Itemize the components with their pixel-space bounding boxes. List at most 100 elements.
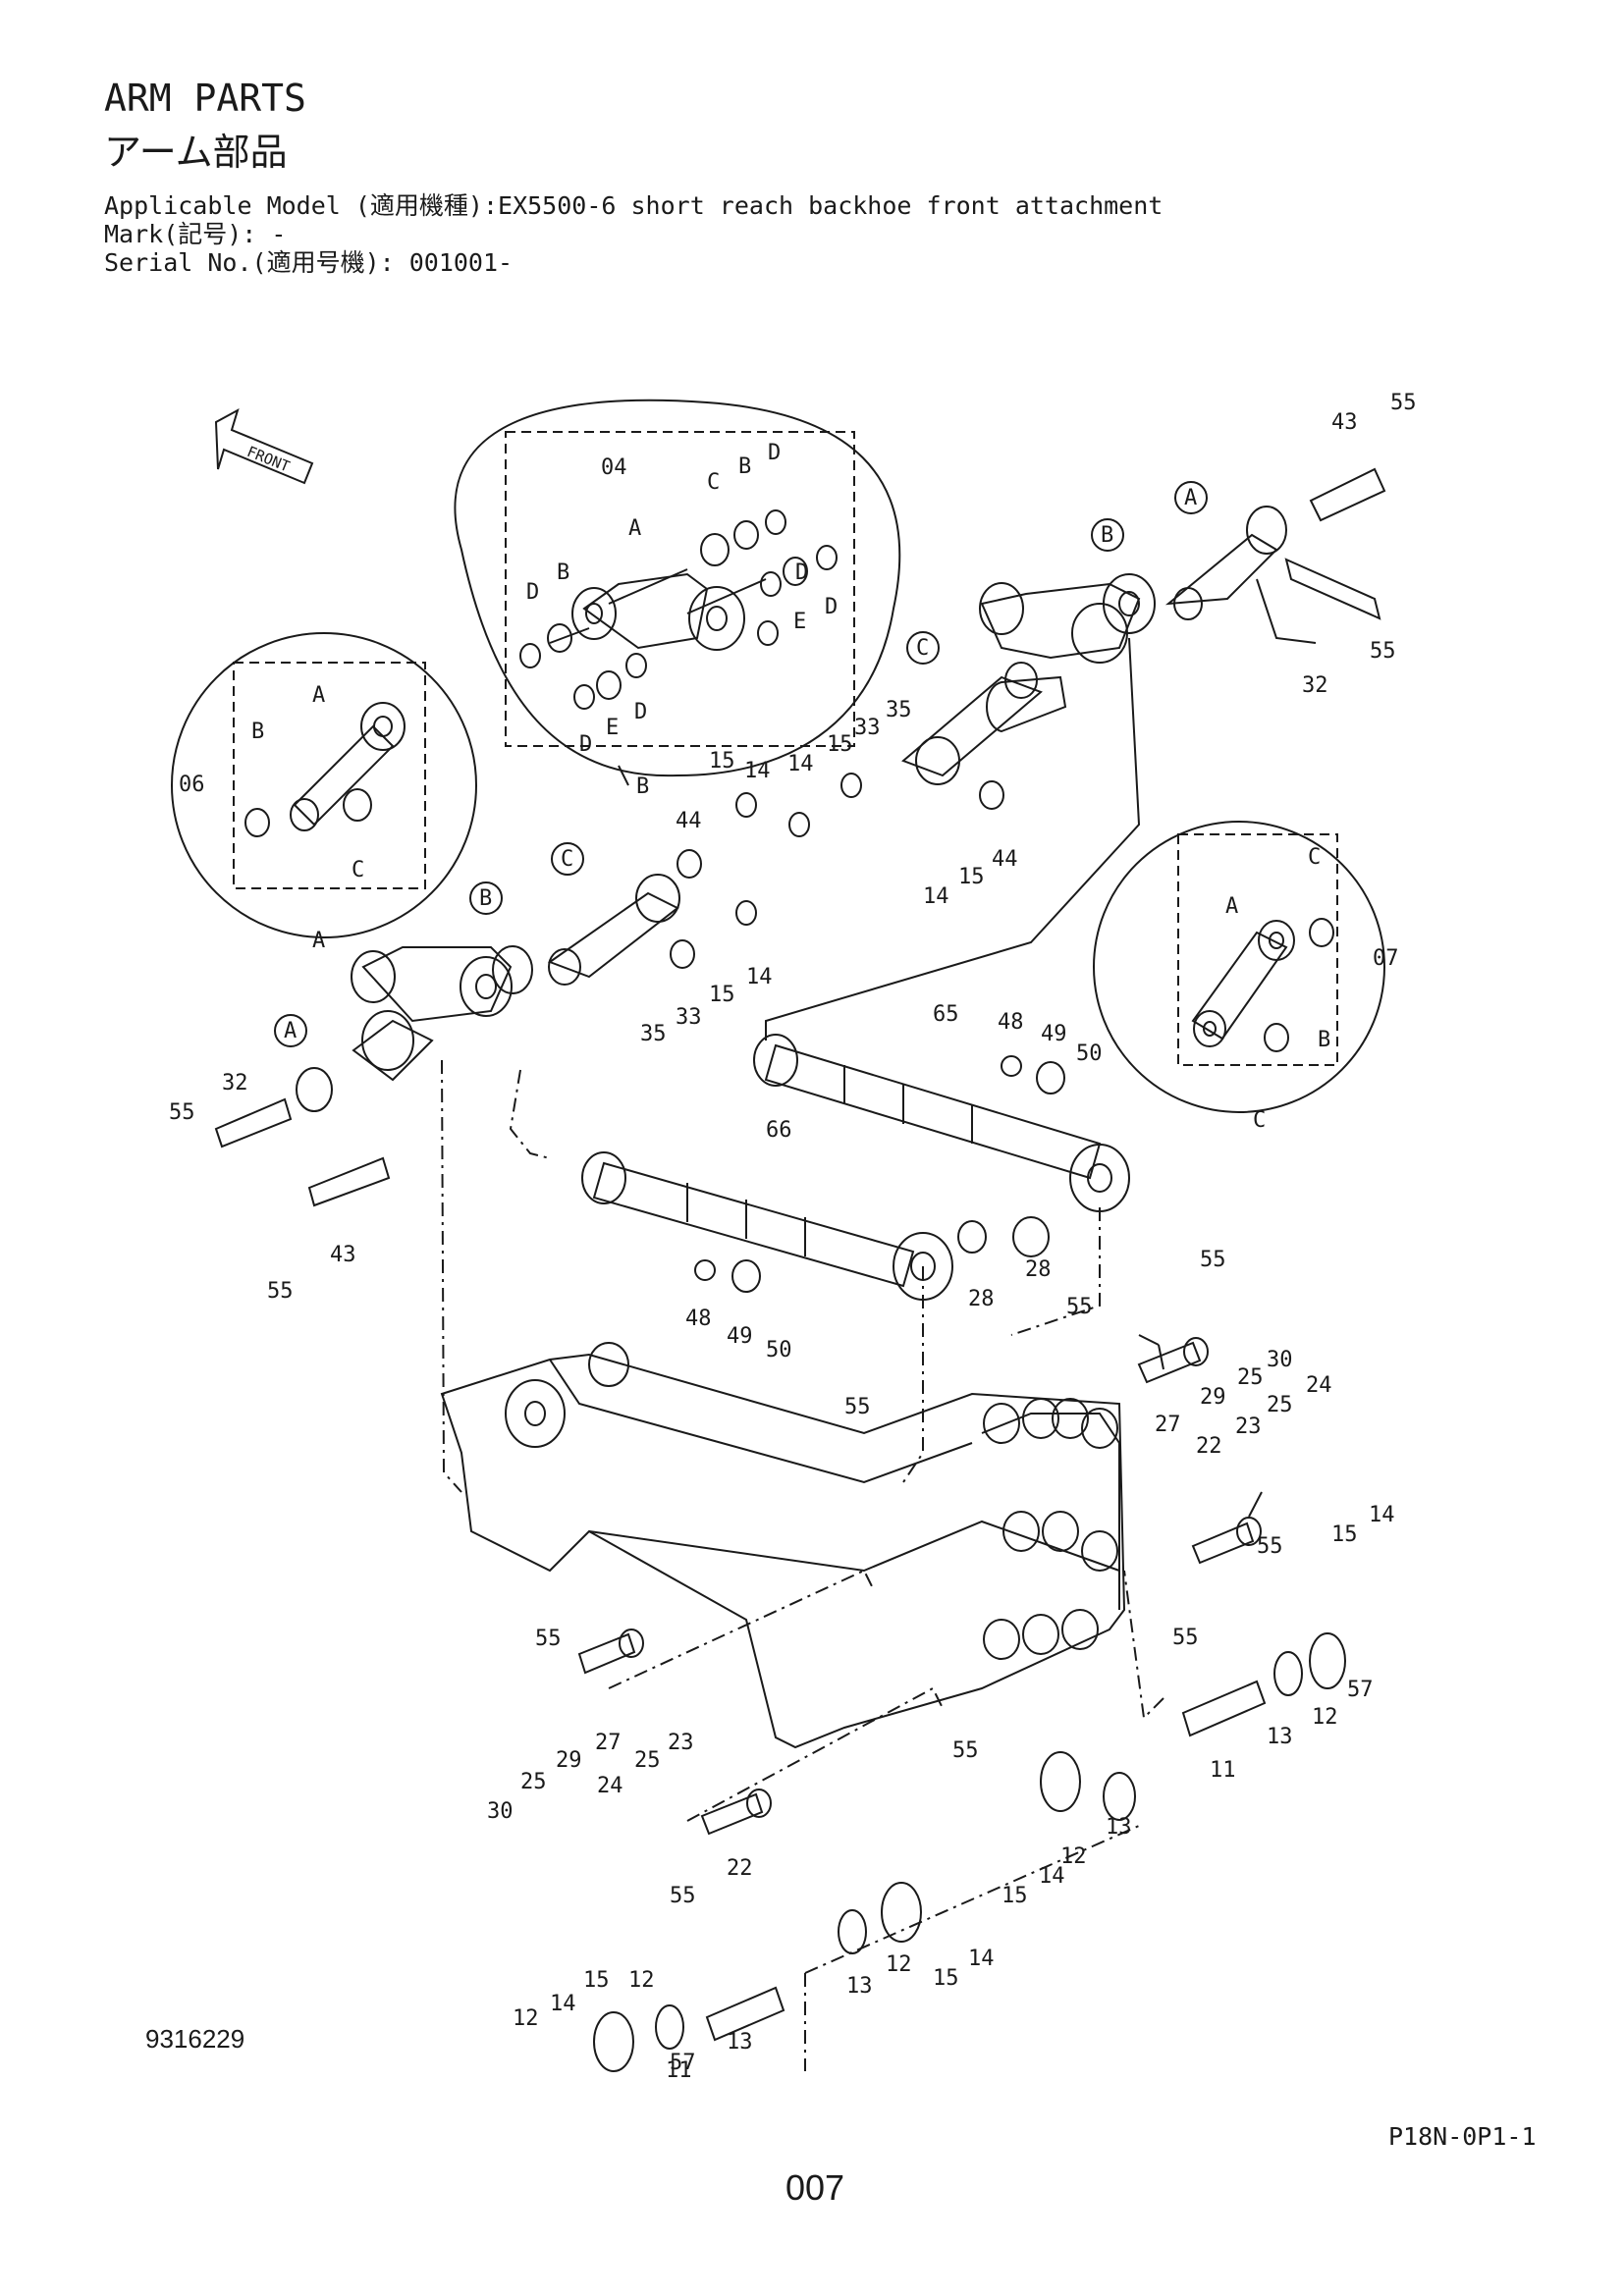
bucket-cylinder-66 [581, 1151, 987, 1301]
callout: 25 [1267, 1393, 1293, 1417]
callout: 24 [1306, 1373, 1332, 1398]
callout: 55 [1257, 1534, 1283, 1559]
callout: 27 [595, 1731, 622, 1755]
callout: 65 [933, 1002, 959, 1027]
callout: 12 [513, 2006, 539, 2031]
detail-label: A [1225, 894, 1238, 919]
callout: B [479, 886, 492, 911]
callout: 55 [169, 1100, 195, 1125]
callout: 15 [958, 865, 985, 889]
reference-code: P18N-0P1-1 [1388, 2122, 1537, 2151]
callout: 50 [1076, 1041, 1103, 1066]
detail-label: B [1318, 1028, 1330, 1052]
title-english: ARM PARTS [104, 77, 306, 120]
callout: C [916, 636, 929, 661]
serial-number-line: Serial No.(適用号機): 001001- [104, 248, 514, 277]
callout: 28 [968, 1287, 995, 1311]
detail-label: B [557, 561, 569, 585]
callout: 44 [992, 847, 1018, 872]
applicable-model-line: Applicable Model (適用機種):EX5500-6 short r… [104, 191, 1164, 220]
callout: 25 [634, 1748, 661, 1773]
callout: 43 [1331, 410, 1358, 435]
callout: 55 [1370, 639, 1396, 664]
detail-b-labels: 04 C B D A D B D E D D E D B [526, 441, 838, 799]
callout: 25 [1237, 1365, 1264, 1390]
callout: 32 [1302, 673, 1328, 698]
detail-label: 07 [1373, 946, 1399, 971]
callout: B [1101, 523, 1113, 548]
callout: 13 [1106, 1815, 1132, 1840]
detail-label: D [795, 561, 808, 585]
callout: 15 [1331, 1522, 1358, 1547]
detail-label: D [526, 580, 539, 605]
callout: 29 [556, 1748, 582, 1773]
callout: C [561, 847, 573, 872]
callout: 13 [846, 1974, 873, 1999]
detail-label: A [312, 929, 325, 953]
arm-cylinder-65 [753, 1034, 1130, 1257]
detail-view-a [171, 632, 477, 938]
callout: 55 [267, 1279, 294, 1304]
callout: 14 [746, 965, 773, 989]
detail-label: D [768, 441, 781, 465]
left-link-assembly [214, 773, 862, 1207]
callout: 55 [670, 1884, 696, 1908]
callout: 57 [1347, 1678, 1374, 1702]
callout: 55 [844, 1395, 871, 1419]
detail-label: A [628, 516, 641, 541]
detail-label: B [738, 454, 751, 479]
callout: 35 [886, 698, 912, 722]
callout: 30 [487, 1799, 514, 1824]
callout: 24 [597, 1774, 623, 1798]
callout: 55 [1390, 391, 1417, 415]
detail-view-c [1093, 821, 1385, 1113]
detail-label: C [1253, 1108, 1266, 1133]
callout: 28 [1025, 1257, 1052, 1282]
callout: 49 [1041, 1022, 1067, 1046]
mark-line: Mark(記号): - [104, 220, 287, 248]
callout: 55 [1200, 1248, 1226, 1272]
callout: A [284, 1019, 297, 1043]
part-callouts: 43 55 A B 55 32 C 35 33 15 14 14 15 44 1… [169, 391, 1417, 2083]
callout: 35 [640, 1022, 667, 1046]
callout: 43 [330, 1243, 356, 1267]
callout: A [1184, 486, 1197, 510]
callout: 32 [222, 1071, 248, 1095]
detail-label: E [606, 716, 619, 740]
detail-view-b [454, 399, 901, 786]
callout: 14 [787, 752, 814, 776]
callout: 57 [670, 2051, 696, 2075]
detail-label: C [352, 858, 364, 882]
detail-a-labels: A B 06 C A [179, 683, 364, 953]
callout: 11 [666, 2058, 692, 2083]
callout: 55 [1066, 1295, 1093, 1319]
detail-label: 04 [601, 455, 627, 480]
upper-right-link-assembly [765, 467, 1386, 1041]
detail-label: D [579, 732, 592, 757]
callout: 12 [1060, 1844, 1087, 1869]
callout: 29 [1200, 1385, 1226, 1410]
callout: 23 [668, 1731, 694, 1755]
detail-label: E [793, 610, 806, 634]
detail-label: D [825, 595, 838, 619]
callout: 48 [998, 1010, 1024, 1035]
callout: 23 [1235, 1415, 1262, 1439]
callout: 15 [583, 1968, 610, 1993]
callout: 55 [1172, 1626, 1199, 1650]
callout: 13 [727, 2030, 753, 2055]
detail-label: C [1308, 845, 1321, 870]
circled-reference-letters [274, 481, 1208, 1047]
callout: 12 [1312, 1705, 1338, 1730]
callout: 11 [1210, 1758, 1236, 1783]
callout: 14 [1039, 1864, 1065, 1889]
callout: 44 [676, 809, 702, 833]
title-japanese: アーム部品 [104, 131, 288, 174]
callout: 14 [550, 1992, 576, 2016]
callout: 15 [827, 732, 853, 757]
callout: 14 [968, 1947, 995, 1971]
pins-and-hardware [441, 1059, 1346, 2072]
detail-label: B [636, 774, 649, 799]
callout: 12 [628, 1968, 655, 1993]
callout: 55 [952, 1738, 979, 1763]
